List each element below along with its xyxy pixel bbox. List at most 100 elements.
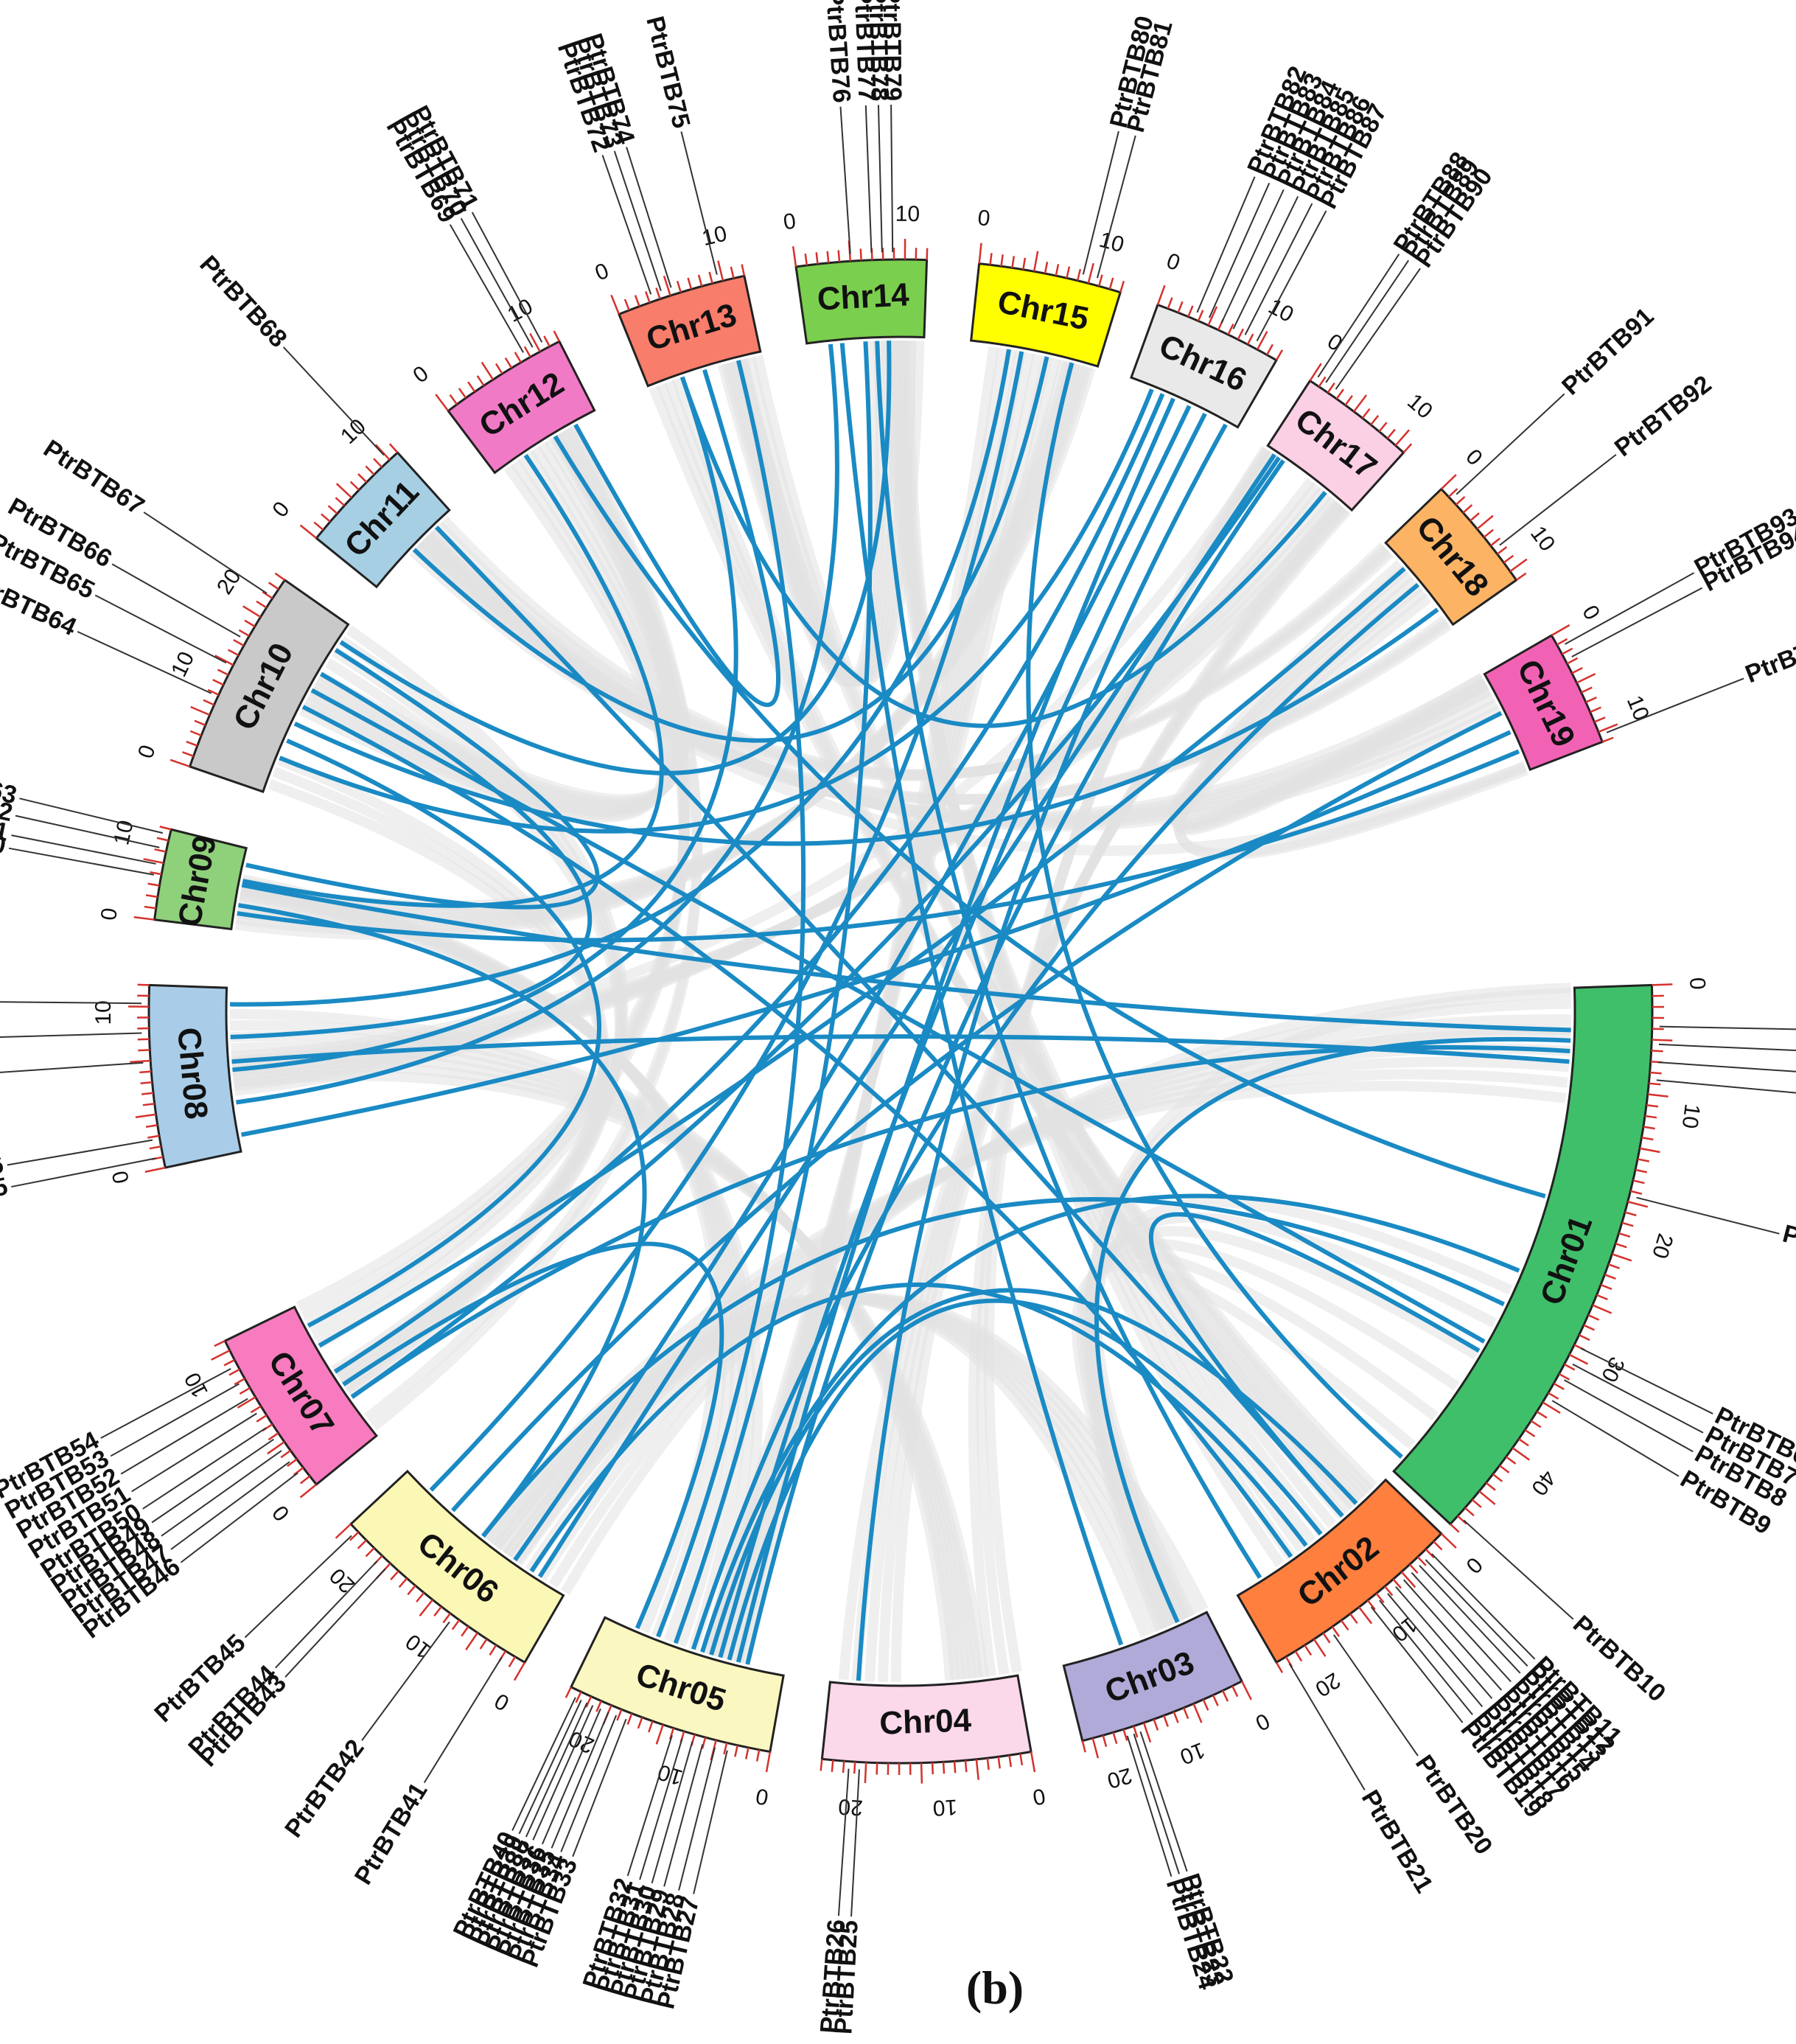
scale-tick xyxy=(1536,1410,1548,1419)
scale-tick xyxy=(465,1632,478,1650)
scale-tick xyxy=(150,871,162,876)
gene-leader-line xyxy=(15,815,160,848)
scale-tick xyxy=(1641,1137,1654,1141)
scale-tick xyxy=(765,1751,772,1773)
scale-tick xyxy=(792,246,797,268)
scale-tick xyxy=(365,1547,375,1558)
scale-tick xyxy=(1593,716,1606,723)
gene-leader-line xyxy=(423,1656,503,1784)
gene-label: PtrBTB56 xyxy=(0,1151,6,1198)
scale-tick xyxy=(717,260,724,282)
scale-tick xyxy=(1615,1243,1627,1249)
gene-label: PtrBTB55 xyxy=(0,1172,10,1221)
gene-label: PtrBTB63 xyxy=(0,756,19,809)
scale-tick xyxy=(1576,672,1596,684)
scale-tick xyxy=(1119,280,1125,293)
scale-tick xyxy=(734,1745,738,1757)
gene-leader-line xyxy=(170,1461,290,1550)
scale-tick xyxy=(1108,277,1114,290)
gene-leader-line xyxy=(275,1560,378,1669)
scale-tick xyxy=(1408,1563,1419,1574)
gene-leader-line xyxy=(1606,677,1744,733)
gene-leader-line xyxy=(693,1750,728,1894)
scale-tick xyxy=(1167,297,1173,310)
scale-tick xyxy=(1294,1650,1303,1662)
gene-leader-line xyxy=(678,1747,716,1891)
scale-tick xyxy=(1556,638,1568,646)
scale-tick xyxy=(610,294,621,315)
scale-tick xyxy=(373,458,383,468)
scale-tick xyxy=(130,1059,151,1064)
scale-tick xyxy=(1076,268,1082,281)
scale-tick xyxy=(242,605,262,618)
gene-leader-line xyxy=(161,1450,282,1537)
scale-tick xyxy=(1366,1600,1376,1611)
gene-leader-line xyxy=(1463,1519,1574,1620)
scale-tick xyxy=(1266,343,1273,355)
scale-tick xyxy=(137,983,150,986)
scale-tick xyxy=(1044,262,1049,274)
scale-tick xyxy=(327,505,338,515)
gene-leader-line xyxy=(1220,189,1285,324)
scale-tick xyxy=(1091,1737,1100,1759)
gene-leader-line xyxy=(1256,210,1327,342)
scale-tick xyxy=(186,740,198,747)
scale-tick xyxy=(1394,429,1410,447)
scale-tick-label: 10 xyxy=(336,414,371,449)
scale-tick xyxy=(217,669,229,676)
scale-tick-label: 20 xyxy=(1647,1231,1677,1262)
scale-tick xyxy=(228,1368,240,1376)
duplication-link xyxy=(656,360,806,1638)
gene-leader-line xyxy=(460,217,534,348)
gene-leader-line xyxy=(541,1708,601,1845)
scale-tick xyxy=(1564,1363,1576,1371)
scale-tick xyxy=(274,572,286,581)
background-link xyxy=(671,377,1354,1513)
scale-tick xyxy=(194,719,206,726)
scale-tick-label: 0 xyxy=(133,742,161,762)
scale-tick xyxy=(978,243,982,264)
background-link xyxy=(363,423,703,1423)
scale-tick xyxy=(256,600,268,609)
gene-leader-line xyxy=(1335,268,1421,390)
scale-tick xyxy=(1022,257,1027,270)
scale-tick xyxy=(553,330,561,342)
scale-tick-label: 0 xyxy=(268,497,294,522)
scale-tick xyxy=(299,1483,318,1499)
scale-tick xyxy=(144,1166,166,1173)
duplication-link xyxy=(301,705,1293,1558)
scale-tick xyxy=(543,335,551,347)
scale-tick xyxy=(1509,558,1528,573)
scale-tick-label: 20 xyxy=(1311,1667,1345,1701)
gene-leader-line xyxy=(1430,1553,1536,1660)
scale-tick-label: 0 xyxy=(976,206,991,231)
scale-tick xyxy=(1503,554,1514,564)
scale-tick xyxy=(755,1749,761,1762)
gene-label: PtrBTB67 xyxy=(38,434,149,520)
duplication-link xyxy=(240,730,1512,1137)
scale-tick xyxy=(398,1577,408,1588)
scale-tick xyxy=(1227,323,1234,335)
scale-tick xyxy=(481,361,495,380)
gene-leader-line xyxy=(626,147,672,288)
scale-tick xyxy=(741,264,746,276)
gene-leader-line xyxy=(839,106,851,254)
scale-tick-label: 0 xyxy=(491,1688,514,1715)
duplication-link xyxy=(718,412,1207,1658)
duplication-link xyxy=(237,903,647,1538)
scale-tick xyxy=(1433,1541,1443,1551)
scale-tick xyxy=(141,1092,154,1095)
scale-tick xyxy=(1358,1606,1373,1625)
scale-tick xyxy=(335,497,346,506)
scale-tick xyxy=(1571,666,1583,674)
scale-tick xyxy=(1604,1274,1616,1280)
scale-tick xyxy=(1304,1644,1313,1656)
gene-leader-line xyxy=(1370,1606,1464,1723)
gene-leader-line xyxy=(282,346,385,456)
scale-tick xyxy=(461,1625,469,1637)
gene-leader-line xyxy=(7,1139,153,1166)
scale-tick xyxy=(1000,254,1004,267)
scale-tick xyxy=(433,1605,442,1617)
chromosome-block-chr10 xyxy=(188,578,350,794)
